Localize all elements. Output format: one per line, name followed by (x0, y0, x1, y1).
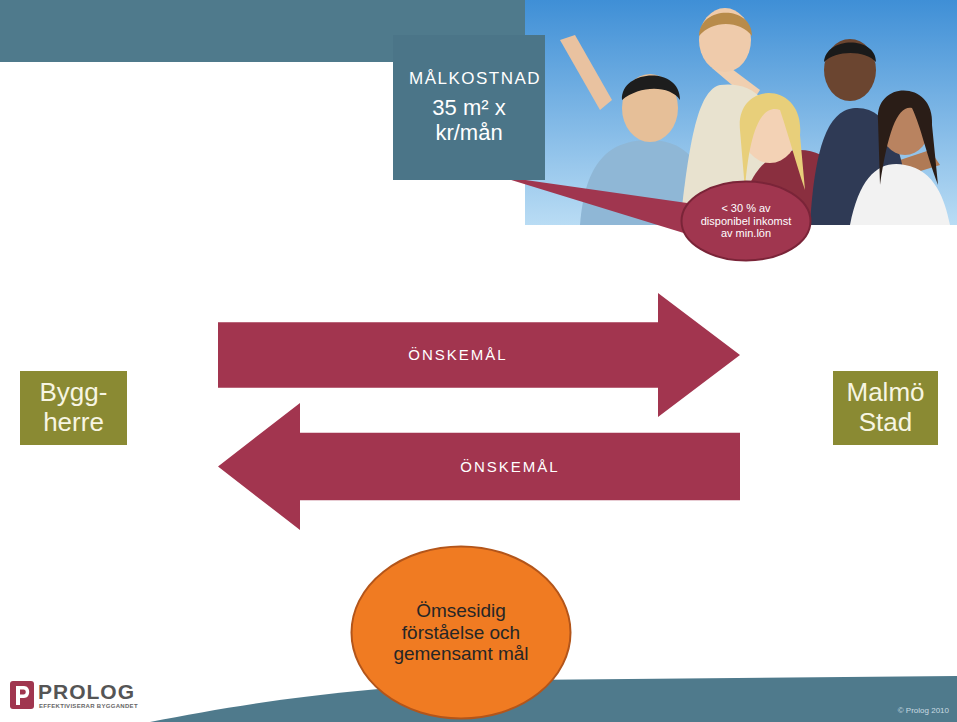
party-box: Bygg- herre (20, 371, 127, 445)
box-text: Bygg- herre (33, 378, 115, 438)
box-text: Malmö Stad (845, 378, 927, 438)
logo-text: PROLOG (38, 680, 135, 704)
block-arrow: ÖNSKEMÅL (218, 293, 740, 417)
cost-box: MÅLKOSTNAD 35 m² x kr/mån (393, 35, 545, 180)
box-text: < 30 % av disponibel inkomst av min.lön (696, 202, 796, 240)
goal-ellipse: Ömsesidig förståelse och gemensamt mål (350, 545, 572, 720)
box-heading: MÅLKOSTNAD (409, 69, 529, 89)
box-text: 35 m² x kr/mån (425, 95, 513, 146)
party-box: Malmö Stad (833, 371, 938, 445)
callout-ellipse: < 30 % av disponibel inkomst av min.lön (680, 180, 812, 262)
block-arrow: ÖNSKEMÅL (218, 403, 740, 530)
bottom-wave (150, 676, 957, 722)
callout-tail (498, 176, 708, 238)
box-text: Ömsesidig förståelse och gemensamt mål (386, 600, 536, 666)
logo-icon (10, 681, 34, 709)
logo-tagline: EFFEKTIVISERAR BYGGANDET (39, 703, 138, 709)
copyright-note: © Prolog 2010 (898, 706, 949, 715)
box-text: ÖNSKEMÅL (460, 458, 559, 475)
box-text: ÖNSKEMÅL (408, 346, 507, 363)
